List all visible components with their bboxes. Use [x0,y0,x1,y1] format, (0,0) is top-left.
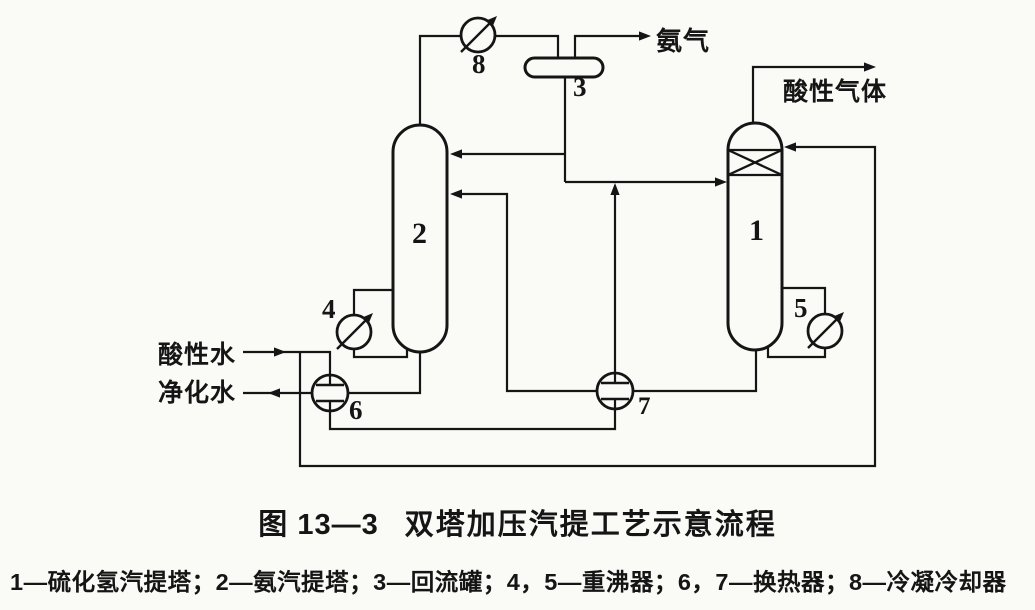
pipe-reboiler4-supply [352,288,393,315]
reboiler-5: 5 [794,293,844,350]
exchanger6-number: 6 [349,395,363,425]
label-purified-water: 净化水 [158,379,236,407]
pipe-exchanger6-to-exchanger7-bottom [328,399,617,431]
arrow-acid-water-in-icon [274,347,286,357]
reboiler5-arrow-icon [833,312,844,323]
drum-number: 3 [573,72,587,102]
tower2-ammonia-stripper: 2 [391,123,449,354]
label-ammonia-gas: 氨气 [656,26,710,56]
reboiler5-number: 5 [794,293,808,323]
pipe-drum-vapor-out [573,34,640,58]
pipe-exchanger7-to-tower2-feed [461,192,597,393]
arrow-reflux-into-tower2-icon [450,149,462,159]
pipe-condenser-to-drum [495,34,560,58]
reboiler-4: 4 [322,294,373,351]
cooler8-diagonal-icon [460,22,491,53]
cooler8-number: 8 [472,49,486,79]
exchanger7-body [595,371,635,411]
pipe-reboiler4-return [352,349,409,359]
arrow-purified-water-out-icon [268,388,280,398]
cooler8-arrow-icon [486,16,497,27]
arrow-acid-gas-icon [864,62,876,72]
arrow-coldfeed-into-tower1-icon [784,142,796,152]
tower2-number: 2 [412,217,427,250]
pipe-reboiler5-supply [783,286,827,314]
exchanger6-body [310,373,350,413]
pipelines [243,34,877,468]
tower1-shell [726,121,784,352]
figure-caption-title: 双塔加压汽提工艺示意流程 [404,509,777,541]
exchanger7-number: 7 [638,393,651,420]
figure-caption: 图 13—3 双塔加压汽提工艺示意流程 [0,501,1035,543]
heat-exchanger-6: 6 [310,373,363,425]
figure-legend: 1—硫化氢汽提塔；2—氨汽提塔；3—回流罐；4，5—重沸器；6，7—换热器；8—… [10,569,1007,595]
pipe-tower1-overhead-acid-gas [751,65,865,123]
label-acid-water: 酸性水 [158,340,236,369]
pipe-tower2-overhead [418,34,461,125]
cooler8-body [459,16,497,54]
arrow-ammonia-gas-icon [639,31,651,41]
tower1-packing-icon [727,148,783,177]
reboiler5-diagonal-icon [807,318,838,349]
reboiler4-number: 4 [322,294,336,324]
tower1-h2s-stripper: 1 [726,121,784,352]
tower2-shell [391,123,449,354]
heat-exchanger-7: 7 [595,371,651,420]
pipe-tower2-bottoms-to-exchanger6 [348,352,422,395]
packing-cross-2 [727,148,783,177]
reboiler5-body [806,312,844,350]
drum-shell [523,56,605,79]
figure-caption-number: 图 13—3 [258,509,379,541]
pipe-tower1-bottoms-to-exchanger7 [633,349,758,393]
pipe-cold-feed-branch-to-tower1-top [298,145,877,468]
arrow-feed-into-tower2-icon [450,189,462,199]
reflux-drum-3: 3 [523,56,605,102]
arrow-feed-into-tower1-icon [715,177,727,187]
label-acid-gas: 酸性气体 [783,77,887,106]
flow-arrows [268,31,876,398]
stream-labels: 氨气 酸性气体 酸性水 净化水 [158,26,887,407]
condenser-cooler-8: 8 [459,16,497,79]
reboiler4-body [335,313,373,351]
tower1-number: 1 [749,214,764,247]
reboiler4-arrow-icon [362,313,373,324]
pipe-reboiler5-return [766,347,827,359]
arrow-riser-up-icon [610,183,620,195]
reboiler4-diagonal-icon [336,319,367,350]
